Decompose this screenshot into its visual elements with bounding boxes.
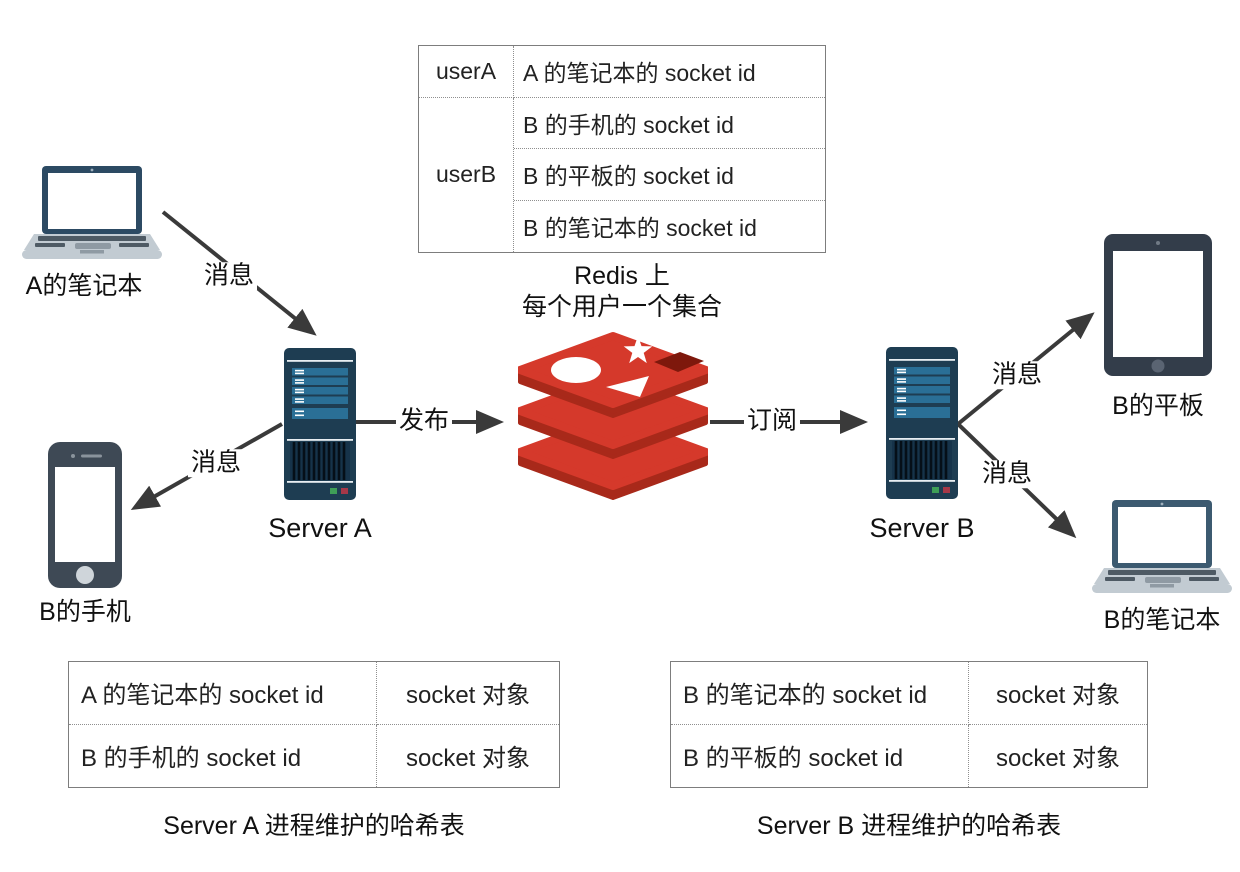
hash-b-value-1: socket 对象 <box>969 662 1147 725</box>
server-b-label: Server B <box>869 513 975 543</box>
tablet-b-label: B的平板 <box>1112 392 1204 420</box>
redis-logo-icon <box>518 332 708 500</box>
server-a-icon <box>284 348 356 500</box>
arrow-label-message-2: 消息 <box>187 449 245 477</box>
arrow-label-publish: 发布 <box>395 407 453 435</box>
hash-a-value-2: socket 对象 <box>405 745 531 773</box>
smartphone-icon <box>48 442 122 588</box>
server-a-label: Server A <box>268 513 372 543</box>
server-b-hash-table-caption: Server B 进程维护的哈希表 <box>756 812 1062 840</box>
server-a-hash-table: A 的笔记本的 socket id socket 对象 B 的手机的 socke… <box>68 661 560 788</box>
arrow-label-message-4: 消息 <box>978 460 1036 488</box>
redis-set-table-value: B 的手机的 socket id <box>514 98 825 149</box>
redis-set-table-value: B 的笔记本的 socket id <box>523 215 757 242</box>
laptop-b-label: B的笔记本 <box>1103 606 1221 634</box>
phone-b-label: B的手机 <box>39 598 131 626</box>
tablet-icon <box>1104 234 1212 376</box>
redis-set-table-value: A 的笔记本的 socket id <box>514 46 825 98</box>
laptop-a-label: A的笔记本 <box>25 272 143 300</box>
redis-set-table-value: B 的平板的 socket id <box>514 149 825 201</box>
hash-a-key-2: B 的手机的 socket id <box>69 724 377 787</box>
hash-b-value-2: socket 对象 <box>995 745 1121 773</box>
laptop-icon <box>22 166 162 259</box>
redis-caption-line-1: Redis 上 <box>574 262 670 290</box>
redis-set-table-key-userA: userA <box>419 46 514 98</box>
server-b-icon <box>886 347 958 499</box>
server-a-hash-table-caption: Server A 进程维护的哈希表 <box>163 812 465 840</box>
hash-b-key-2: B 的平板的 socket id <box>671 724 969 787</box>
arrow-label-subscribe: 订阅 <box>743 407 801 435</box>
server-b-hash-table: B 的笔记本的 socket id socket 对象 B 的平板的 socke… <box>670 661 1148 788</box>
redis-set-table-key-userB: userB <box>419 97 514 252</box>
hash-a-value-1: socket 对象 <box>377 662 559 725</box>
hash-a-key-1: A 的笔记本的 socket id <box>69 662 377 725</box>
redis-caption-line-2: 每个用户一个集合 <box>521 293 722 322</box>
redis-set-table: userA A 的笔记本的 socket id userB B 的手机的 soc… <box>418 45 826 253</box>
hash-b-key-1: B 的笔记本的 socket id <box>671 662 969 725</box>
arrow-label-message-1: 消息 <box>200 262 258 290</box>
laptop-icon <box>1092 500 1232 593</box>
arrow-label-message-3: 消息 <box>988 361 1046 389</box>
redis-set-table-caption: Redis 上 每个用户一个集合 <box>418 261 826 324</box>
